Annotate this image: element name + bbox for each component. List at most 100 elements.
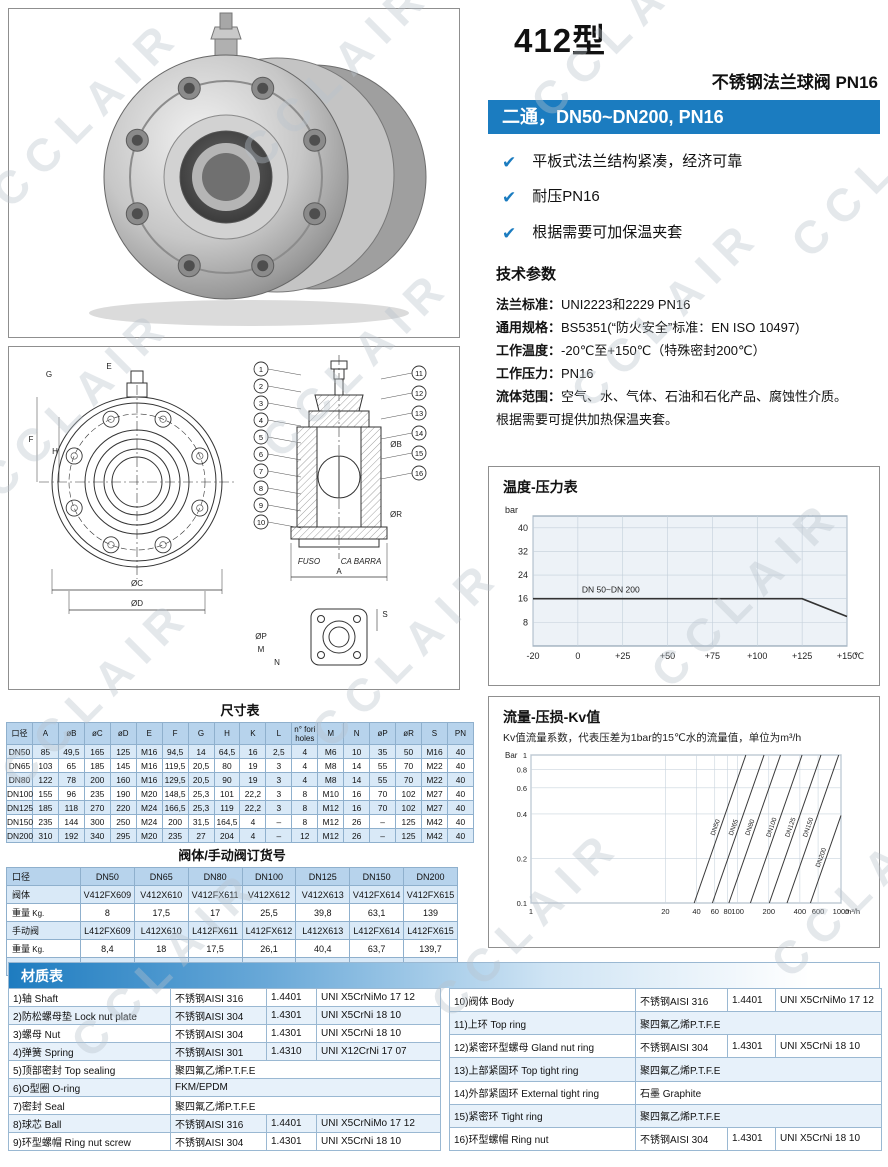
table-cell: M42: [421, 814, 448, 829]
bolt-hole-inner: [70, 452, 78, 460]
callout-leader: [380, 372, 413, 380]
callout-leader: [267, 436, 302, 444]
callout-circle: [253, 378, 269, 394]
table-cell: 16: [343, 800, 371, 815]
part-name: 9)环型螺帽 Ring nut screw: [8, 1132, 171, 1151]
table-cell: M24: [135, 814, 163, 829]
part-name: 7)密封 Seal: [8, 1096, 171, 1115]
table-cell: 8: [291, 786, 319, 801]
y-axis-unit: bar: [505, 505, 518, 515]
feature-text: 根据需要可加保温夹套: [532, 223, 683, 241]
table-cell: M12: [317, 828, 345, 843]
table-cell: 19: [239, 772, 267, 787]
table-cell: 235: [31, 814, 59, 829]
callout-leader: [267, 504, 302, 512]
material-cell: 1.4401: [266, 988, 317, 1007]
callout-circle: [253, 361, 269, 377]
table-cell: –: [265, 828, 293, 843]
table-cell: 4: [239, 814, 267, 829]
table-cell: 4: [291, 744, 319, 759]
table-cell: M12: [317, 814, 345, 829]
table-cell: 70: [369, 786, 397, 801]
column-header: N: [343, 722, 371, 745]
table-cell: 235: [83, 786, 111, 801]
column-header: DN80: [187, 867, 243, 886]
check-icon: ✔: [502, 188, 517, 208]
y-tick-label: 16: [518, 594, 528, 604]
table-cell: M6: [317, 744, 345, 759]
table-cell: 35: [369, 744, 397, 759]
dim-label-f: F: [29, 435, 34, 444]
table-cell: 164,5: [213, 814, 241, 829]
column-header: PN: [446, 722, 475, 745]
table-cell: 125: [109, 744, 137, 759]
table-cell: 40: [446, 772, 475, 787]
row-header: DN50: [6, 744, 33, 759]
callout-circle: [253, 446, 269, 462]
table-cell: 190: [109, 786, 137, 801]
material-cell: 聚四氟乙烯P.T.F.E: [635, 1057, 882, 1082]
x-tick-label: +50: [660, 651, 675, 661]
table-cell: 14: [343, 758, 371, 773]
material-cell: 聚四氟乙烯P.T.F.E: [170, 1096, 441, 1115]
table-cell: 3: [265, 800, 293, 815]
table-cell: V412FX614: [349, 885, 405, 904]
product-name: 不锈钢法兰球阀 PN16: [711, 73, 878, 92]
tech-param: 工作压力：PN16: [496, 362, 882, 385]
table-cell: 250: [109, 814, 137, 829]
row-header: DN80: [6, 772, 33, 787]
column-header: øB: [57, 722, 85, 745]
table-cell: 160: [109, 772, 137, 787]
kv-line: [711, 754, 765, 904]
callout-circle: [411, 465, 427, 481]
table-cell: 270: [83, 800, 111, 815]
dim-label-oc: ØC: [131, 579, 143, 588]
table-cell: 4: [239, 828, 267, 843]
part-name: 10)阀体 Body: [449, 987, 636, 1013]
material-cell: 聚四氟乙烯P.T.F.E: [170, 1060, 441, 1079]
table-cell: L412FX612: [241, 921, 297, 940]
table-cell: 2,5: [265, 744, 293, 759]
callout-number: 5: [259, 433, 263, 442]
callout-number: 15: [415, 449, 423, 458]
row-header: 手动阀: [6, 921, 81, 940]
y-tick-label: 24: [518, 570, 528, 580]
callout-circle: [253, 514, 269, 530]
callout-number: 6: [259, 450, 263, 459]
material-cell: 不锈钢AISI 304: [170, 1132, 267, 1151]
x-tick-label: 60: [711, 907, 719, 916]
table-cell: 101: [213, 786, 241, 801]
part-name: 13)上部紧固环 Top tight ring: [449, 1057, 636, 1082]
table-cell: M16: [135, 772, 163, 787]
x-tick-label: 100: [731, 907, 744, 916]
material-cell: UNI X5CrNiMo 17 12: [316, 988, 441, 1007]
param-label: 法兰标准：: [496, 296, 562, 312]
table-cell: V412X612: [241, 885, 297, 904]
callout-circle: [253, 429, 269, 445]
dim-label-ca_barra: CA BARRA: [341, 557, 382, 566]
table-cell: M10: [317, 786, 345, 801]
x-tick-label: 1000: [833, 907, 850, 916]
table-cell: 19: [239, 758, 267, 773]
callout-circle: [253, 395, 269, 411]
tech-param: 通用规格：BS5351(“防火安全”标准：EN ISO 10497): [496, 316, 882, 339]
material-cell: UNI X12CrNi 17 07: [316, 1042, 441, 1061]
x-tick-label: +150: [837, 651, 857, 661]
table-cell: L412FX615: [403, 921, 458, 940]
table-cell: 102: [395, 786, 422, 801]
table-cell: 166,5: [161, 800, 189, 815]
material-cell: UNI X5CrNi 18 10: [316, 1006, 441, 1025]
x-axis-unit: ℃: [854, 651, 864, 661]
table-cell: 63,7: [349, 939, 405, 958]
table-cell: 3: [265, 758, 293, 773]
